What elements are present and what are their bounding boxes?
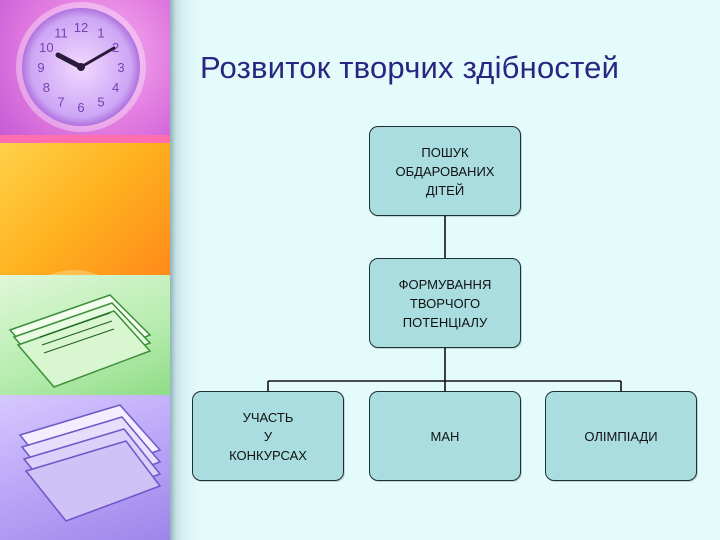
clock-digit: 12	[74, 20, 88, 35]
clock-digit: 7	[57, 95, 64, 110]
node-man: МАН	[369, 391, 521, 481]
clock-digit: 4	[112, 80, 119, 95]
clock-digit: 2	[112, 40, 119, 55]
pink-divider-bar	[0, 135, 170, 143]
node-forming-creative-potential: ФОРМУВАННЯ ТВОРЧОГО ПОТЕНЦІАЛУ	[369, 258, 521, 348]
clock-digit: 6	[77, 100, 84, 115]
page-title: Розвиток творчих здібностей	[200, 50, 620, 85]
clock-digit: 8	[43, 80, 50, 95]
violet-papers-panel	[0, 395, 170, 540]
node-contest-participation: УЧАСТЬ У КОНКУРСАХ	[192, 391, 344, 481]
clock-digit: 1	[97, 25, 104, 40]
clock-digit: 5	[97, 95, 104, 110]
clock-digit: 3	[117, 60, 124, 75]
green-papers-panel	[0, 275, 170, 395]
clock-digit: 11	[54, 25, 68, 40]
clock-digit: 10	[39, 40, 53, 55]
green-papers-image	[8, 294, 152, 388]
clock-digit: 9	[37, 60, 44, 75]
node-olympiads: ОЛІМПІАДИ	[545, 391, 697, 481]
node-search-gifted-children: ПОШУК ОБДАРОВАНИХ ДІТЕЙ	[369, 126, 521, 216]
violet-papers-image	[18, 404, 162, 522]
